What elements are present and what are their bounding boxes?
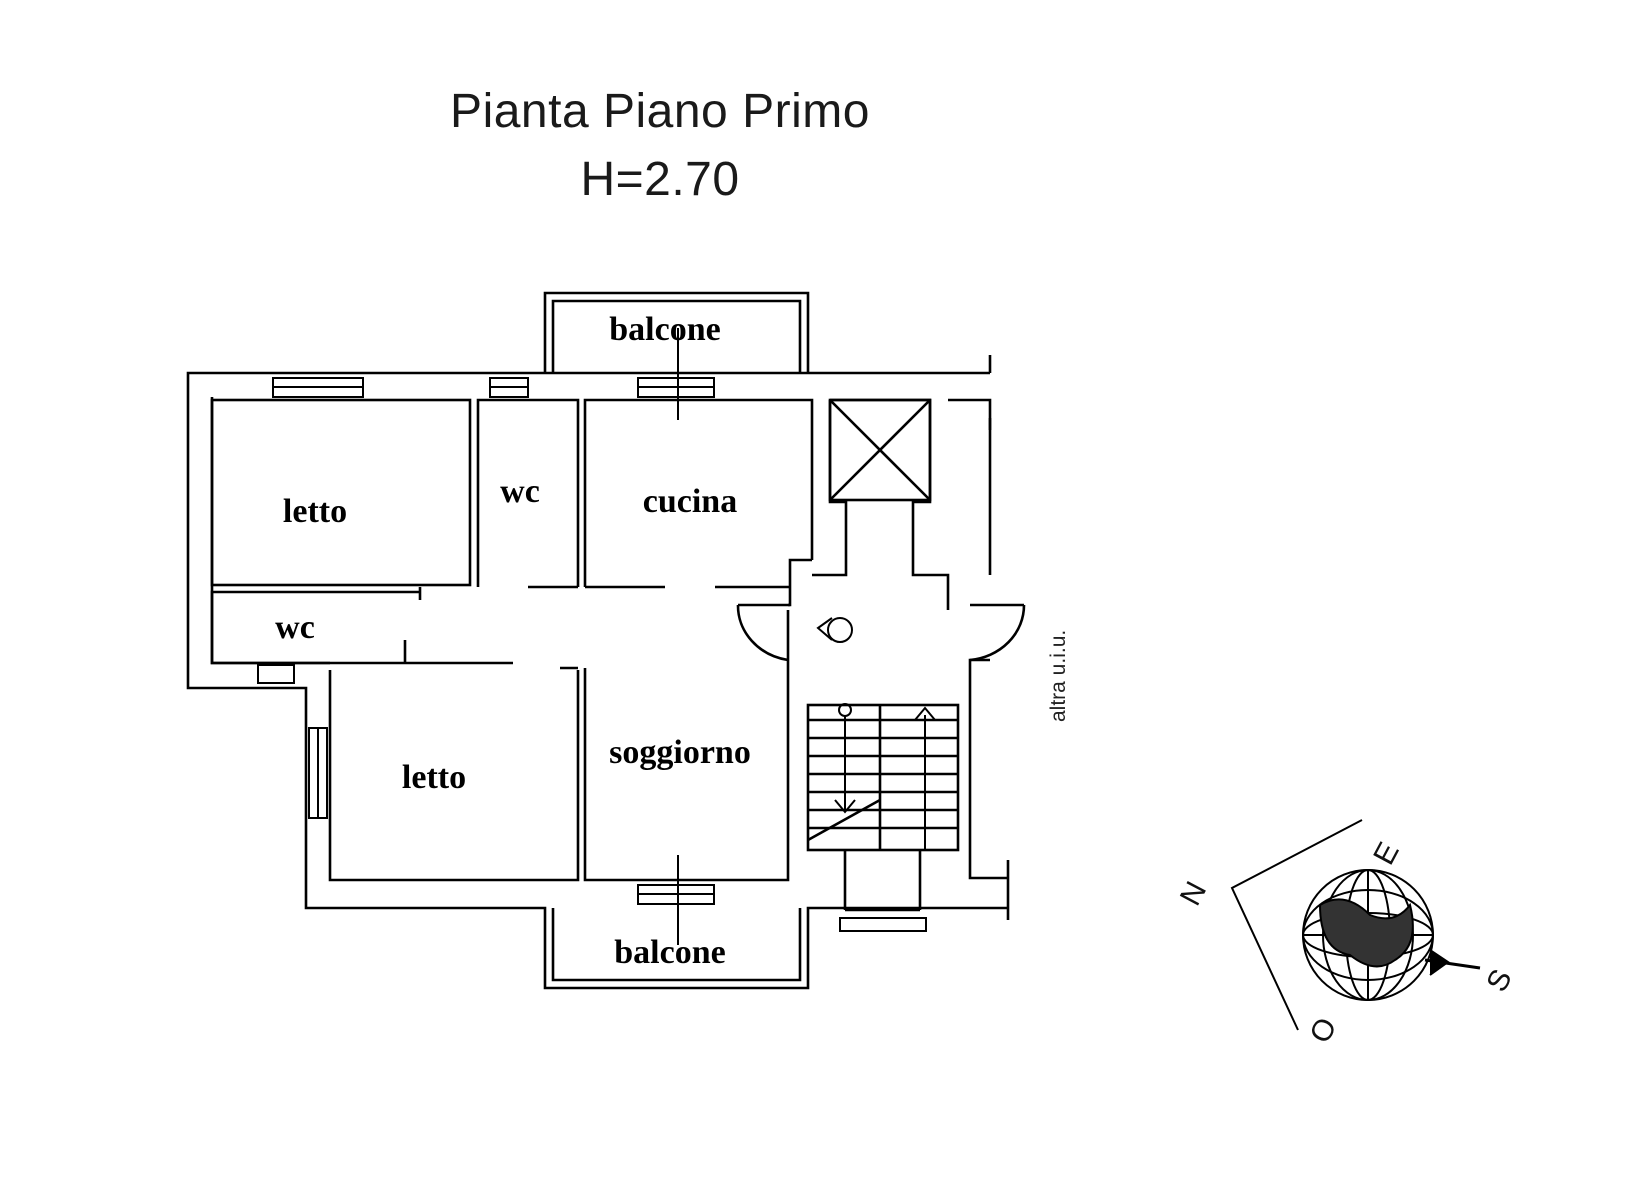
- room-letto-2: letto: [402, 759, 466, 796]
- compass-west: O: [1304, 1012, 1344, 1048]
- room-soggiorno: soggiorno: [609, 734, 751, 771]
- compass-south: S: [1480, 964, 1519, 997]
- stair-arrows: [834, 703, 936, 850]
- compass-north: N: [1174, 876, 1213, 911]
- adjacent-unit-label: altra u.i.u.: [1047, 630, 1070, 722]
- room-letto-1: letto: [283, 493, 347, 530]
- ceiling-height-label: H=2.70: [580, 153, 740, 206]
- windows: [257, 328, 927, 945]
- plan-title: Pianta Piano Primo: [450, 85, 870, 138]
- globe-icon: [1302, 869, 1481, 1001]
- room-wc-1: wc: [500, 473, 540, 510]
- room-balcone-bottom: balcone: [614, 934, 725, 971]
- room-cucina: cucina: [643, 483, 737, 520]
- room-balcone-top: balcone: [609, 311, 720, 348]
- compass-rose: N E S O: [1174, 819, 1519, 1049]
- walls: [186, 291, 1026, 990]
- room-wc-2: wc: [275, 609, 315, 646]
- compass-east: E: [1367, 837, 1406, 870]
- landing-symbol: [816, 617, 853, 643]
